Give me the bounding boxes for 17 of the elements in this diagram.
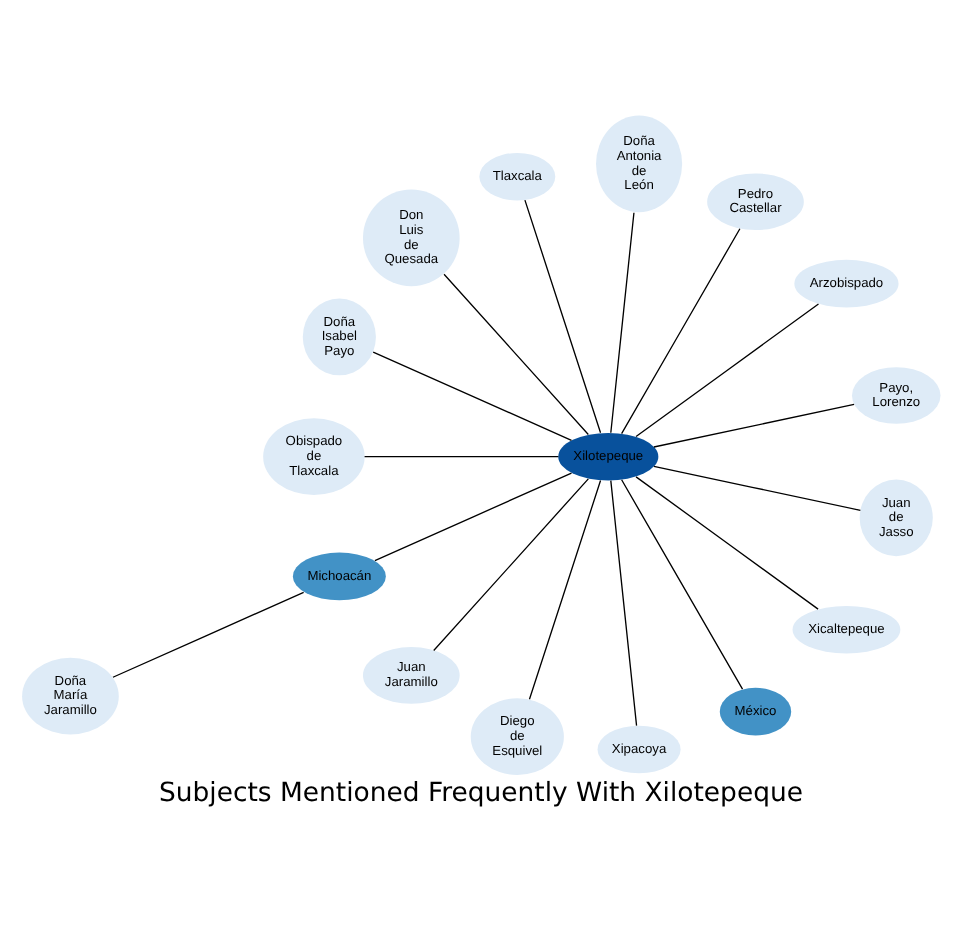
connector (635, 303, 820, 438)
connector (635, 476, 819, 610)
connector (433, 478, 589, 652)
connector (112, 591, 305, 678)
connector (610, 480, 638, 727)
connector (653, 465, 862, 511)
connector (372, 351, 573, 441)
connector (620, 479, 744, 690)
connector (610, 212, 635, 434)
connector (443, 273, 589, 436)
diagram-title: Subjects Mentioned Frequently With Xilotepeque (158, 779, 803, 810)
connector (524, 199, 602, 434)
connector (374, 472, 573, 562)
connector (653, 403, 855, 448)
connector (620, 228, 741, 435)
connector (363, 456, 559, 458)
connector (528, 479, 602, 700)
